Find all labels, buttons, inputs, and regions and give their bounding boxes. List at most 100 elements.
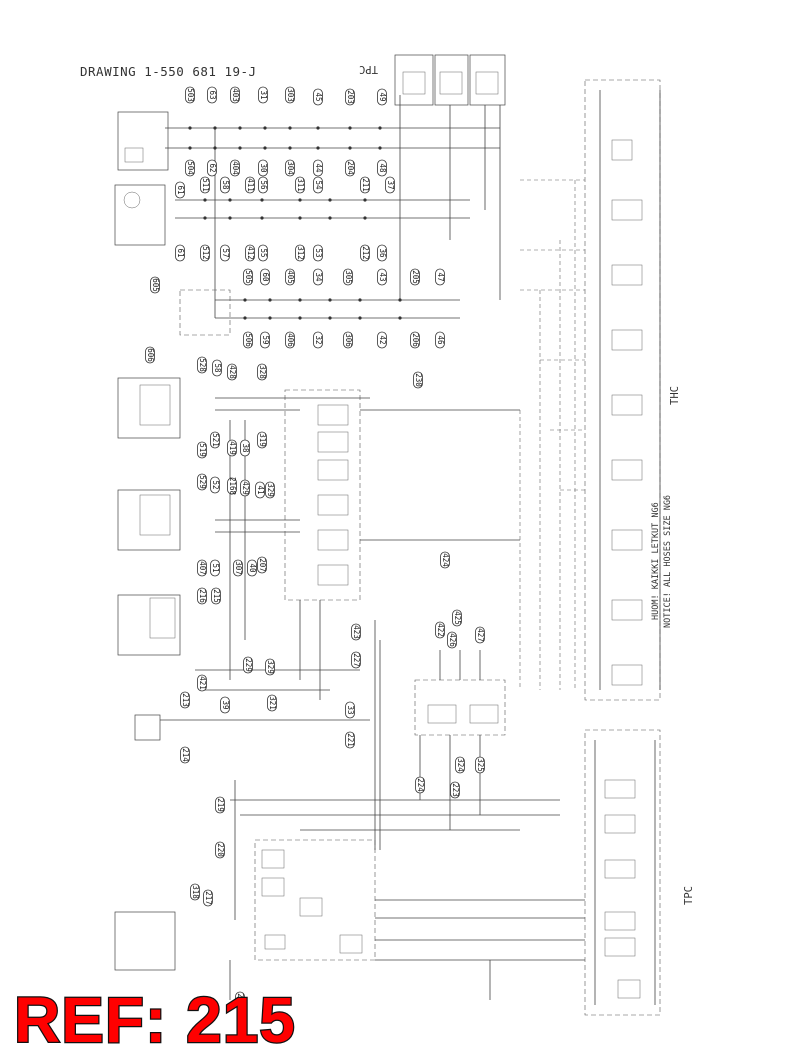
hose-label-text: 61	[176, 248, 185, 257]
hose-label-text: 421	[198, 676, 207, 690]
hose-label-text: 512	[201, 246, 210, 260]
hose-label-42: 42	[377, 331, 387, 349]
hose-label-303: 303	[285, 86, 295, 104]
hose-label-text: 34	[314, 272, 323, 282]
hose-label-text: 419	[228, 441, 237, 455]
hose-label-text: 311	[296, 178, 305, 192]
hose-label-216: 216	[197, 587, 207, 605]
hose-label-text: 212	[361, 246, 370, 260]
hose-label-text: 511	[201, 178, 210, 192]
hose-label-text: 528	[198, 358, 207, 372]
hose-label-521: 521	[210, 431, 220, 449]
hose-label-405: 405	[285, 268, 295, 286]
hose-label-407: 407	[197, 559, 207, 577]
hose-label-424: 424	[440, 551, 450, 569]
hose-label-text: 203	[346, 90, 355, 104]
hose-label-text: 407	[198, 561, 207, 575]
hose-label-511: 511	[200, 176, 210, 194]
hose-label-306: 306	[343, 331, 353, 349]
tpc-valve-symbol-1	[402, 71, 426, 95]
hose-label-58: 58	[220, 176, 230, 194]
hose-label-528: 528	[197, 356, 207, 374]
hose-label-428: 428	[227, 363, 237, 381]
hose-label-text: 529	[198, 475, 207, 489]
hose-label-506: 506	[243, 331, 253, 349]
hose-label-56: 56	[258, 176, 268, 194]
hose-label-text: 47	[436, 272, 445, 281]
hose-label-text: 38	[241, 443, 250, 453]
hose-label-text: 429	[241, 481, 250, 495]
hose-label-text: 215	[212, 589, 221, 603]
hose-label-412: 412	[245, 244, 255, 262]
hose-label-text: 213	[181, 693, 190, 707]
tpc-valve-block-1	[394, 54, 434, 106]
hose-label-217: 217	[203, 889, 213, 907]
hose-label-text: 60	[261, 272, 270, 282]
hose-bundle-top	[165, 95, 501, 319]
hose-label-211: 211	[360, 176, 370, 194]
hose-label-57: 57	[220, 244, 230, 262]
hose-label-34: 34	[313, 268, 323, 286]
hose-label-529: 529	[197, 473, 207, 491]
drawing-title: DRAWING 1-550 681 19-J	[80, 64, 257, 79]
left-actuators	[114, 111, 231, 971]
hose-label-204: 204	[345, 159, 355, 177]
ref-label: REF: 215	[14, 984, 296, 1053]
lower-left-valve-block	[230, 799, 585, 1000]
hose-label-47: 47	[435, 268, 445, 286]
hose-label-text: 519	[198, 443, 207, 457]
hose-label-text: 62	[208, 163, 217, 172]
hose-label-206: 206	[410, 331, 420, 349]
hose-label-text: 228	[236, 993, 245, 1007]
hose-label-text: 31	[259, 90, 268, 99]
hose-label-text: 51	[211, 563, 220, 572]
hose-label-51: 51	[210, 559, 220, 577]
hose-label-423: 423	[351, 623, 361, 641]
hose-label-321: 321	[267, 694, 277, 712]
hose-label-429: 429	[240, 479, 250, 497]
hose-label-text: 48	[378, 163, 387, 173]
hose-label-324: 324	[455, 756, 465, 774]
hose-label-45: 45	[313, 88, 323, 106]
hose-label-text: 423	[352, 625, 361, 639]
hose-label-213: 213	[180, 691, 190, 709]
hose-label-text: 329	[266, 660, 275, 674]
hose-label-214: 214	[180, 746, 190, 764]
hose-label-59: 59	[260, 331, 270, 349]
hose-label-403: 403	[230, 86, 240, 104]
hose-label-44: 44	[313, 159, 323, 177]
hose-label-38: 38	[240, 439, 250, 457]
hose-label-207: 207	[257, 556, 267, 574]
unit-label-tpc-top: TPC	[359, 63, 378, 75]
hose-label-40: 40	[247, 559, 257, 577]
hose-label-text: 503	[186, 88, 195, 102]
hose-label-text: 204	[346, 161, 355, 175]
hose-label-text: 59	[261, 335, 270, 344]
hose-label-text: 605	[151, 278, 160, 292]
hose-label-503: 503	[185, 86, 195, 104]
hose-label-504: 504	[185, 159, 195, 177]
hose-label-61: 61	[175, 244, 185, 262]
hose-label-text: 43	[378, 272, 387, 281]
hose-label-text: 214	[181, 748, 190, 762]
hose-label-text: 30	[259, 163, 268, 173]
hose-label-419: 419	[227, 439, 237, 457]
hose-label-32: 32	[313, 331, 323, 349]
hose-label-text: 223	[451, 783, 460, 797]
hose-label-30: 30	[258, 159, 268, 177]
hose-label-text: 305	[344, 270, 353, 284]
hose-label-58: 58	[212, 359, 222, 377]
hose-label-text: 217	[204, 891, 213, 905]
hose-label-text: 319	[258, 433, 267, 447]
hose-label-text: 404	[231, 161, 240, 175]
hose-label-text: 207	[258, 558, 267, 572]
hose-label-519: 519	[197, 441, 207, 459]
hose-label-43: 43	[377, 268, 387, 286]
hose-label-text: 403	[231, 88, 240, 102]
hose-label-328: 328	[257, 363, 267, 381]
hose-label-221: 221	[345, 731, 355, 749]
hose-label-text: 318	[191, 885, 200, 899]
hose-label-425: 425	[452, 609, 462, 627]
